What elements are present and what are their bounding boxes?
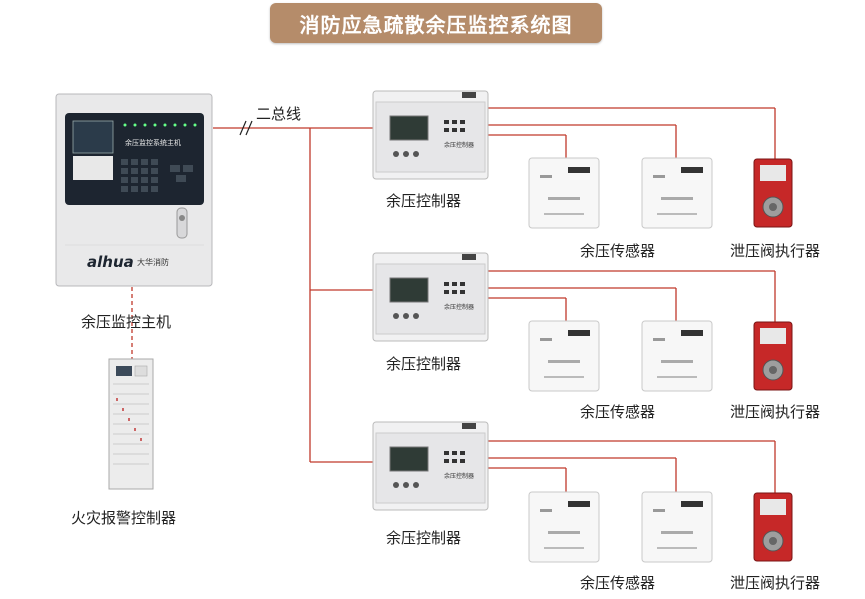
sensors-label-1: 余压传感器 [580, 242, 656, 260]
controller-device-text-3: 余压控制器 [444, 473, 475, 480]
controller-label-3: 余压控制器 [386, 529, 462, 547]
monitoring-host-device: 余压监控系统主机 alhua 大华消防 [55, 93, 215, 293]
pressure-sensor-2b [641, 320, 713, 396]
sensors-label-3: 余压传感器 [580, 574, 656, 592]
host-brand-sub: 大华消防 [137, 258, 169, 267]
relief-valve-actuator-1 [752, 157, 794, 233]
pressure-sensor-3b [641, 491, 713, 567]
monitoring-host-label: 余压监控主机 [81, 313, 172, 331]
pressure-sensor-1a [528, 157, 600, 233]
host-panel-text: 余压监控系统主机 [125, 139, 181, 147]
actuators-label-2: 泄压阀执行器 [730, 403, 821, 421]
pressure-sensor-1b [641, 157, 713, 233]
relief-valve-actuator-3 [752, 491, 794, 567]
sensors-label-2: 余压传感器 [580, 403, 656, 421]
pressure-sensor-3a [528, 491, 600, 567]
diagram-title-banner: 消防应急疏散余压监控系统图 [270, 3, 602, 43]
fire-alarm-panel-label: 火灾报警控制器 [71, 509, 177, 527]
controller-device-3: 余压控制器 [372, 421, 489, 515]
controller-label-1: 余压控制器 [386, 192, 462, 210]
host-brand-logo: alhua [87, 253, 134, 271]
controller-device-2: 余压控制器 [372, 252, 489, 346]
diagram-title: 消防应急疏散余压监控系统图 [299, 12, 573, 37]
actuators-label-1: 泄压阀执行器 [730, 242, 821, 260]
bus-label: 二总线 [256, 105, 302, 123]
controller-device-text-1: 余压控制器 [444, 142, 475, 149]
relief-valve-actuator-2 [752, 320, 794, 396]
fire-alarm-panel-device [108, 358, 154, 494]
actuators-label-3: 泄压阀执行器 [730, 574, 821, 592]
pressure-sensor-2a [528, 320, 600, 396]
controller-device-text-2: 余压控制器 [444, 304, 475, 311]
controller-label-2: 余压控制器 [386, 355, 462, 373]
controller-device-1: 余压控制器 [372, 90, 489, 184]
